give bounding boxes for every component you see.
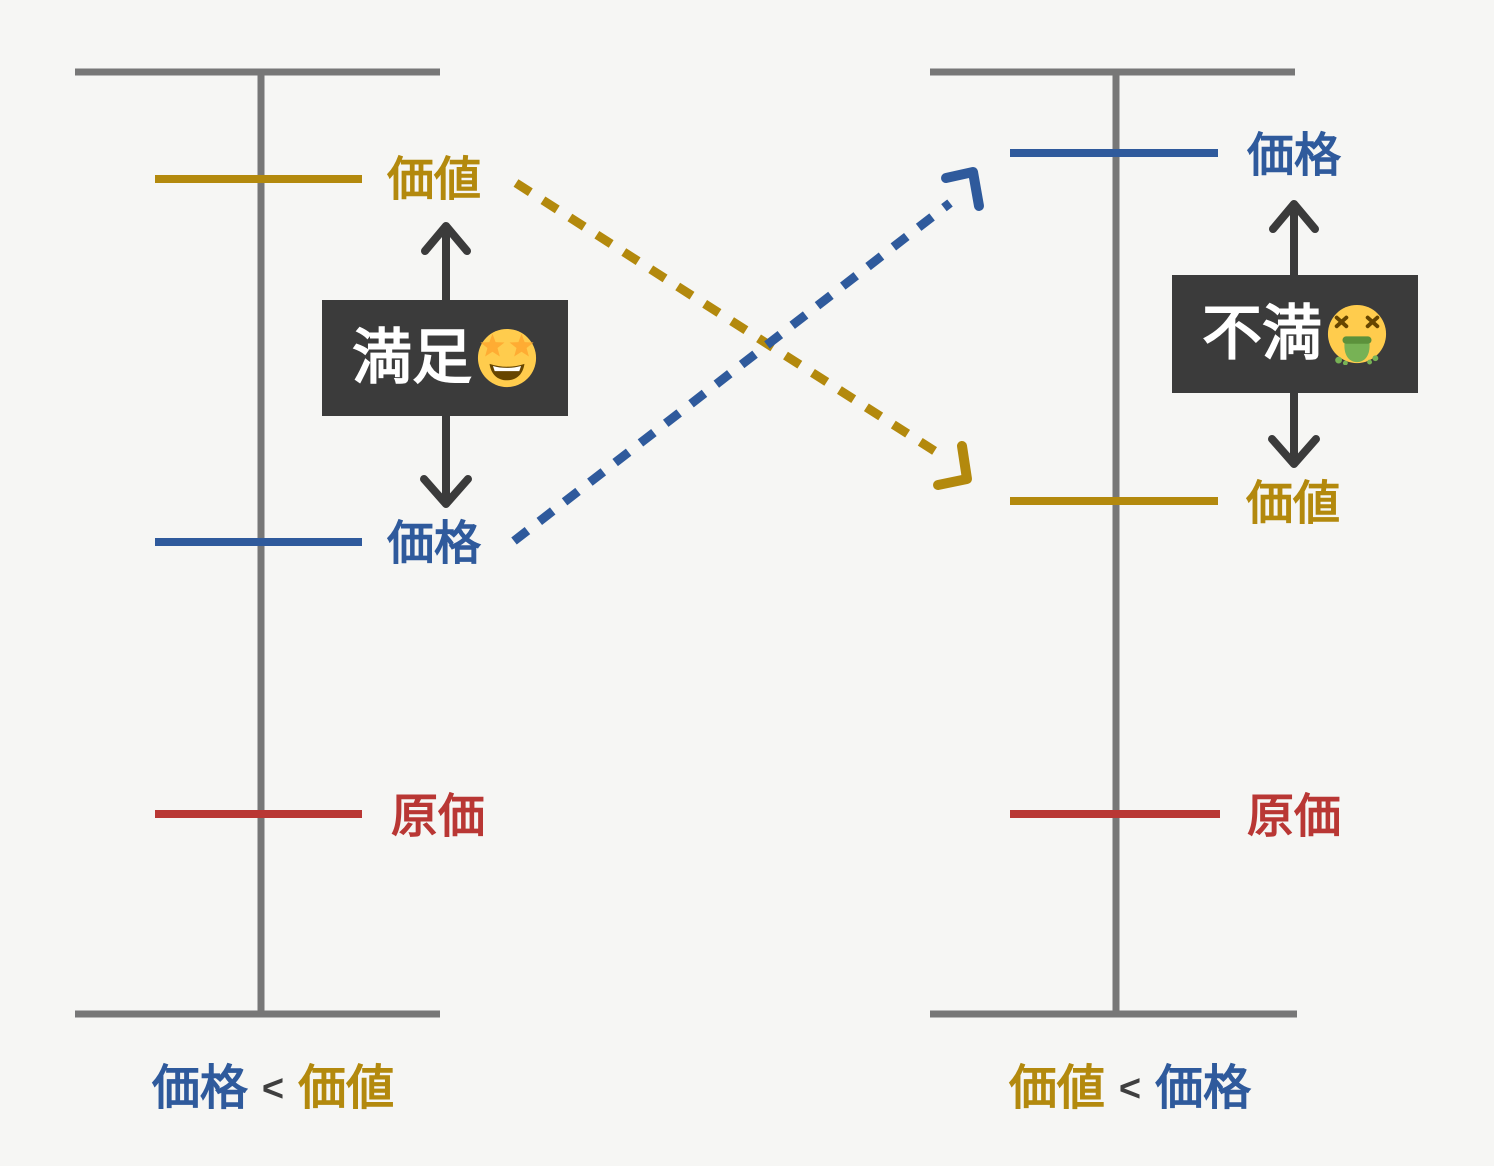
value-swap-dashed-line <box>513 179 947 461</box>
dissatisfaction-badge: 不満 <box>1172 275 1418 393</box>
right-gap-arrows <box>1268 200 1320 468</box>
left-gap-arrows <box>420 222 472 508</box>
right-scale <box>930 68 1297 1018</box>
right-price-label: 価格 <box>1247 128 1341 182</box>
value-swap-arrowhead-icon <box>933 441 972 490</box>
left-value-label: 価値 <box>387 152 481 206</box>
left-formula: 価格 < 価値 <box>152 1065 394 1113</box>
price-swap-arrowhead-icon <box>941 167 984 211</box>
left-up-arrowhead-icon <box>421 222 471 255</box>
left-cost-label: 原価 <box>391 789 485 843</box>
right-formula: 価値 < 価格 <box>1009 1065 1251 1113</box>
right-formula-rhs: 価格 <box>1155 1062 1252 1115</box>
right-cost-label: 原価 <box>1247 789 1341 843</box>
satisfaction-badge-text: 満足 <box>352 324 472 391</box>
satisfaction-badge: 満足 <box>322 300 568 416</box>
left-price-label: 価格 <box>387 516 481 570</box>
right-up-arrowhead-icon <box>1269 200 1319 233</box>
left-formula-rhs: 価値 <box>298 1062 395 1115</box>
right-formula-lhs: 価値 <box>1008 1062 1105 1115</box>
left-down-arrowhead-icon <box>420 475 472 508</box>
left-formula-operator: < <box>261 1068 285 1110</box>
price-swap-dashed-line <box>511 199 953 545</box>
left-scale <box>75 68 440 1018</box>
left-formula-lhs: 価格 <box>151 1062 248 1115</box>
dissatisfaction-badge-text: 不満 <box>1202 300 1322 367</box>
crossing-dashed-arrows <box>511 167 984 545</box>
right-down-arrowhead-icon <box>1268 435 1320 468</box>
star-struck-emoji-icon <box>477 328 537 388</box>
right-value-label: 価値 <box>1246 476 1340 530</box>
right-formula-operator: < <box>1118 1068 1142 1110</box>
face-vomiting-emoji-icon <box>1327 304 1387 365</box>
